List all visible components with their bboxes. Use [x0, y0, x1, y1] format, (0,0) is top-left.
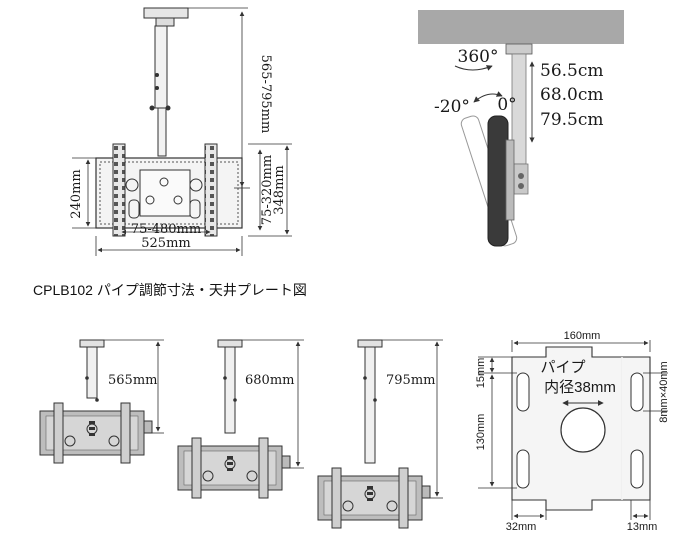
plate-width-label: 160mm: [564, 330, 601, 342]
variant-right-bracket: [258, 437, 269, 499]
variant-pole: [86, 346, 98, 399]
pipe-length-label: 565mm: [108, 373, 157, 388]
variant-right-bracket: [398, 467, 409, 529]
total-width-label: 525mm: [141, 236, 190, 251]
plate-height-label: 240mm: [69, 169, 84, 218]
top-right-tilt-drawing: 360° -20° 0° 56.5cm 68.0cm 79.5cm: [418, 10, 624, 247]
variant-ceiling-plate: [79, 339, 105, 348]
variant-ceiling-plate: [217, 339, 243, 348]
pipe-variant-1: 565mm: [39, 339, 164, 464]
slot-top-left: [516, 372, 530, 412]
variant-pole: [364, 346, 376, 464]
variant-pole: [224, 346, 236, 434]
total-height-label: 348mm: [272, 165, 287, 214]
pipe-variant-3: 795mm: [317, 339, 443, 529]
pipe-variant-2: 680mm: [177, 339, 304, 499]
slot-size-label: 8mm×40mm: [658, 361, 670, 422]
offset-top-label: 15mm: [475, 358, 487, 389]
variant-ceiling-plate: [357, 339, 383, 348]
pole-upper: [154, 25, 168, 109]
variant-right-bracket: [120, 402, 131, 464]
pipe-label-1: パイプ: [540, 359, 585, 376]
height-label-3: 79.5cm: [540, 110, 604, 130]
pipe-length-label: 795mm: [386, 373, 435, 388]
height-label-1: 56.5cm: [540, 61, 604, 81]
tilt-max-label: 0°: [497, 95, 516, 115]
right-bracket: [204, 143, 218, 237]
edge-right-label: 13mm: [627, 521, 658, 533]
top-left-mount-drawing: 565-795mm 75-320mm 348mm 240mm 75-480mm …: [69, 7, 292, 256]
ceiling-block: [418, 10, 624, 44]
pipe-length-label: 680mm: [245, 373, 294, 388]
variant-left-bracket: [53, 402, 64, 464]
tv-panel: [487, 115, 509, 247]
variant-left-bracket: [331, 467, 342, 529]
pipe-variants: 565mm 680mm 795mm: [39, 339, 443, 529]
ceiling-plate-drawing: 160mm パイプ 内径38mm 15mm 130mm 8mm×40mm 32m…: [475, 330, 670, 533]
pole-lower: [157, 107, 167, 157]
rotation-label: 360°: [458, 47, 499, 67]
variant-left-bracket: [191, 437, 202, 499]
left-bracket: [112, 143, 126, 237]
hole-range-v-label: 75-320mm: [260, 155, 275, 225]
pipe-hole: [560, 407, 606, 453]
pole-length-label: 565-795mm: [258, 55, 273, 134]
hole-range-h-label: 75-480mm: [131, 222, 201, 237]
ceiling-plate: [143, 7, 189, 19]
edge-left-label: 32mm: [506, 521, 537, 533]
tilt-min-label: -20°: [434, 97, 470, 117]
slot-bottom-left: [516, 449, 530, 489]
height-label-2: 68.0cm: [540, 85, 604, 105]
plate-height-130-label: 130mm: [475, 414, 487, 451]
pipe-label-2: 内径38mm: [544, 379, 616, 396]
caption: CPLB102 パイプ調節寸法・天井プレート図: [33, 282, 307, 298]
